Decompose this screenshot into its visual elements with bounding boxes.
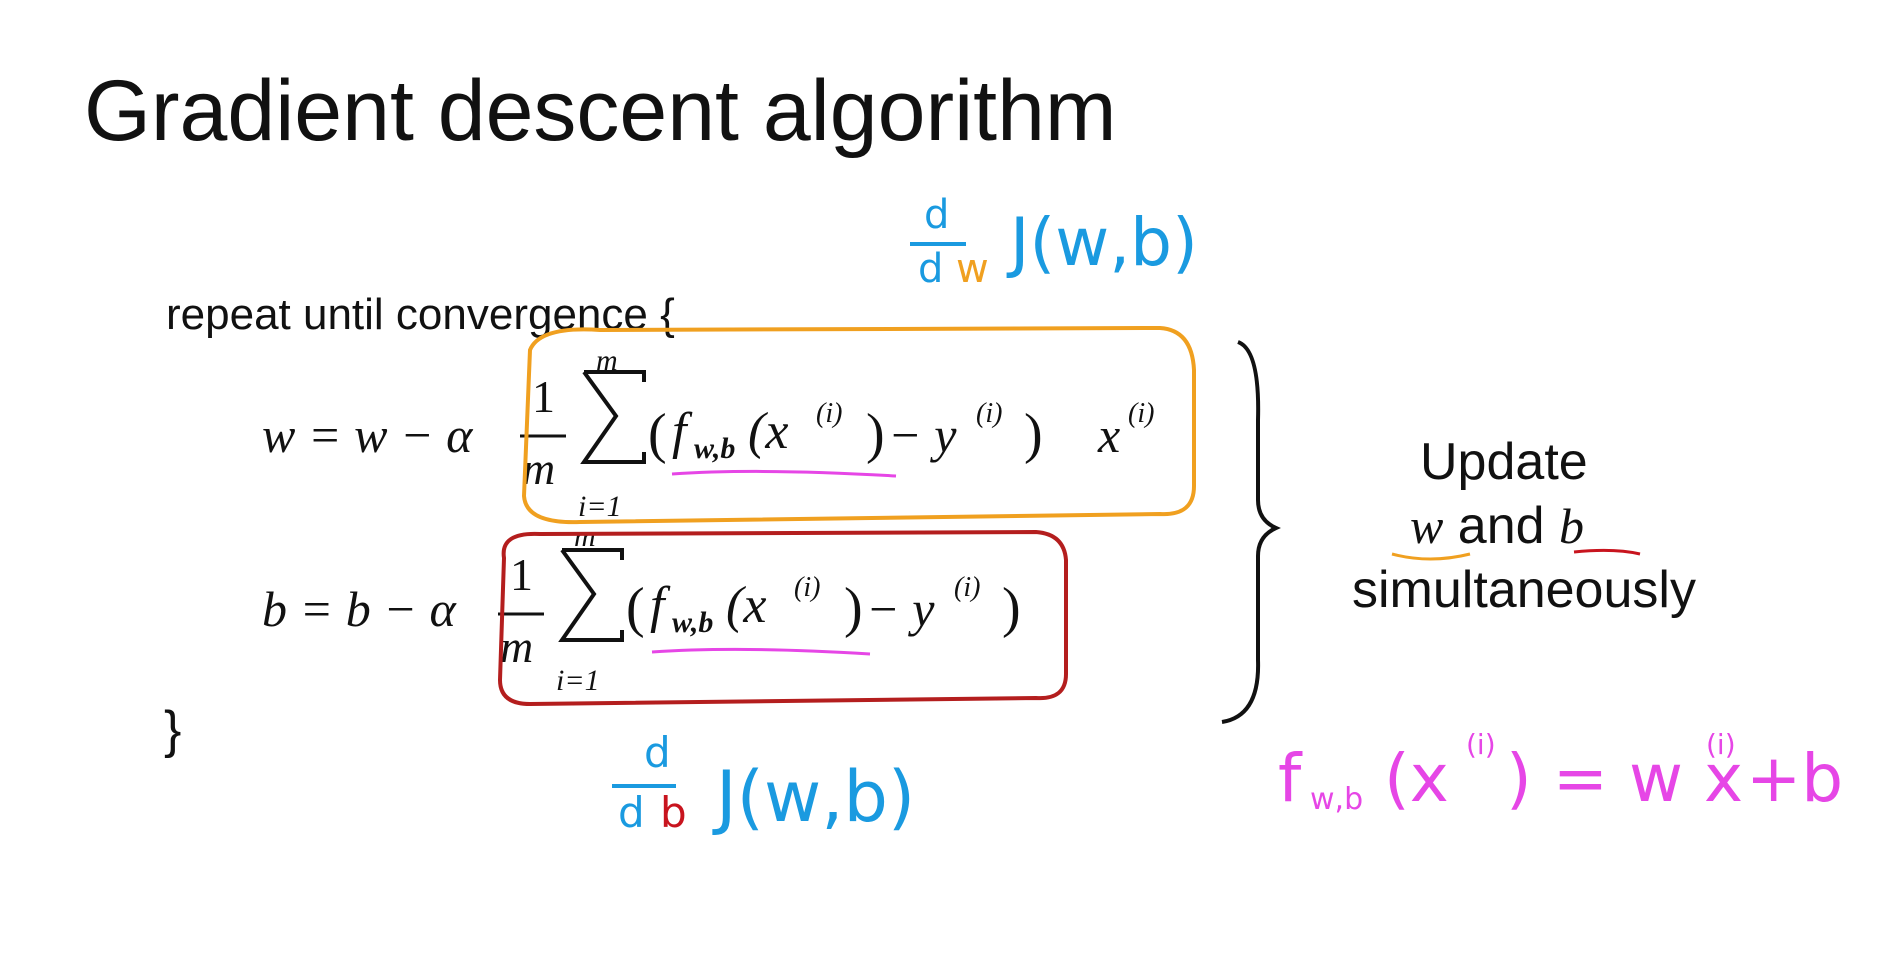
loop-close-brace: } xyxy=(164,701,182,759)
w-sum-lower: i=1 xyxy=(578,490,622,523)
side-note-b-underline xyxy=(1573,548,1641,556)
side-note-simultaneously: simultaneously xyxy=(1352,561,1696,619)
model-subscript: w,b xyxy=(1310,782,1364,817)
b-gradient-box xyxy=(497,529,1068,707)
b-sum-lower: i=1 xyxy=(556,664,600,697)
model-f: f xyxy=(1278,740,1302,817)
w-f-symbol: f xyxy=(672,403,687,460)
w-x-superscript: (i) xyxy=(816,398,843,429)
w-f-subscript: w,b xyxy=(694,432,736,465)
w-x-arg: (x xyxy=(748,403,789,460)
update-brace xyxy=(1221,340,1281,724)
model-superscript-1: (i) xyxy=(1466,728,1496,761)
b-frac-denominator: m xyxy=(500,621,534,672)
w-underline xyxy=(671,469,897,478)
b-body-open-paren: ( xyxy=(626,577,645,639)
side-note-and: and xyxy=(1443,497,1560,555)
b-f-symbol: f xyxy=(650,577,665,634)
w-body-close-paren: ) xyxy=(1024,403,1043,465)
w-x-tail-superscript: (i) xyxy=(1128,398,1155,429)
w-minus-y: − y xyxy=(888,407,957,463)
db-d-numerator: d xyxy=(644,728,671,777)
model-tail: +b xyxy=(1746,740,1844,817)
w-x-close-paren: ) xyxy=(866,403,885,465)
b-update-lhs: b = b − α xyxy=(262,581,456,637)
side-note-w-underline xyxy=(1391,552,1471,561)
model-lhs: (x xyxy=(1384,740,1449,817)
w-y-superscript: (i) xyxy=(976,398,1003,429)
b-y-superscript: (i) xyxy=(954,572,981,603)
side-note-w: w xyxy=(1410,498,1444,554)
side-note-b: b xyxy=(1559,498,1585,554)
side-note-vars: w and b xyxy=(1410,496,1584,556)
b-x-close-paren: ) xyxy=(844,577,863,639)
db-d-denominator: d xyxy=(618,788,645,837)
b-sum-upper: m xyxy=(574,520,596,553)
b-x-superscript: (i) xyxy=(794,572,821,603)
w-sum-sign xyxy=(580,370,646,464)
w-gradient-box xyxy=(521,325,1196,525)
side-note-update: Update xyxy=(1420,433,1588,491)
dw-d-numerator: d xyxy=(924,192,950,238)
b-minus-y: − y xyxy=(866,581,935,637)
db-variable: b xyxy=(660,788,687,837)
w-body-open-paren: ( xyxy=(648,403,667,465)
b-body-close-paren: ) xyxy=(1002,577,1021,639)
page-title: Gradient descent algorithm xyxy=(84,63,1117,159)
b-underline xyxy=(651,647,871,656)
model-mid: ) = w x xyxy=(1506,740,1744,817)
dw-cost-function: J(w,b) xyxy=(1010,204,1198,281)
dw-variable: w xyxy=(956,246,989,292)
dw-d-denominator: d xyxy=(918,246,944,292)
b-f-subscript: w,b xyxy=(672,606,714,639)
w-sum-upper: m xyxy=(596,344,618,377)
w-x-tail: x xyxy=(1098,407,1121,463)
model-superscript-2: (i) xyxy=(1706,728,1736,761)
b-sum-sign xyxy=(558,548,624,642)
w-update-lhs: w = w − α xyxy=(262,407,473,463)
w-frac-numerator: 1 xyxy=(532,371,555,422)
b-x-arg: (x xyxy=(726,577,767,634)
db-cost-function: J(w,b) xyxy=(716,756,916,838)
b-frac-numerator: 1 xyxy=(510,549,533,600)
